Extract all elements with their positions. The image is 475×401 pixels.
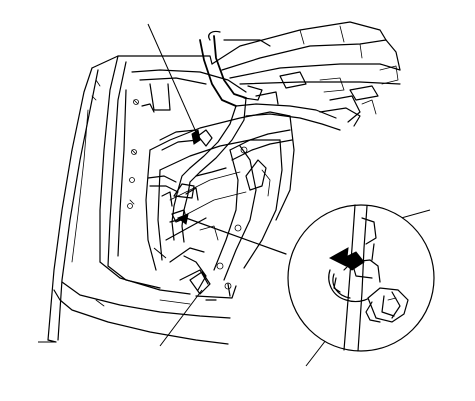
- harness-clip: [365, 287, 409, 323]
- door-lower-section: [95, 283, 237, 307]
- door-outer-frame: [47, 55, 231, 345]
- door-inner-panel: [145, 111, 295, 295]
- clip-reference-arrow: [169, 213, 287, 255]
- leader-line-bottom: [159, 289, 203, 347]
- leader-line-top: [147, 23, 197, 133]
- door-panel-opening: [117, 69, 247, 257]
- roof-pillar: [211, 21, 401, 123]
- detail-circle: [287, 204, 435, 352]
- wire-harness: [147, 30, 361, 243]
- leader-line-mid: [153, 247, 167, 259]
- clip-push-arrow: [328, 247, 365, 271]
